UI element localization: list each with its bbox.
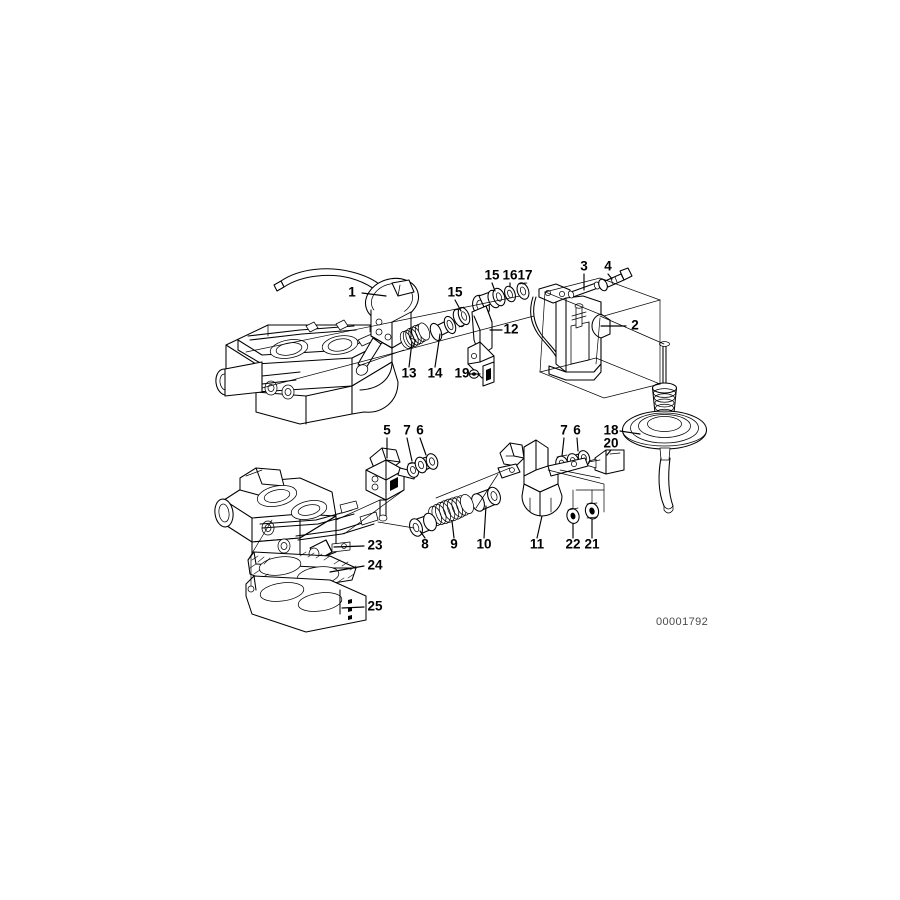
callout-12: 12 (503, 322, 518, 337)
callout-14: 14 (427, 366, 443, 381)
callout-22: 22 (565, 537, 580, 552)
part-15-washer-left (452, 306, 471, 328)
callout-3: 3 (580, 259, 588, 274)
callout-6: 6 (416, 423, 424, 438)
callout-6-right: 6 (573, 423, 581, 438)
callout-15-left: 15 (447, 285, 463, 300)
callout-16: 16 (502, 268, 518, 283)
callout-24: 24 (367, 558, 383, 573)
callout-5: 5 (383, 423, 391, 438)
callout-labels: 1 2 3 4 5 6 7 8 9 10 11 12 13 14 15 15 1… (348, 259, 639, 614)
callout-8: 8 (421, 537, 429, 552)
callout-10: 10 (476, 537, 491, 552)
part-14-spacer-bushing (429, 315, 457, 342)
callout-7: 7 (403, 423, 411, 438)
upper-carburetor-body (215, 319, 399, 425)
callout-23: 23 (367, 538, 383, 553)
part-8-spring-seat-bushing (409, 512, 437, 537)
callout-9: 9 (450, 537, 458, 552)
fastener-pair-22-21 (566, 502, 600, 524)
part-12-support-bracket (467, 282, 530, 387)
callout-2: 2 (631, 318, 639, 333)
alignment-lines (245, 277, 665, 587)
callout-21: 21 (584, 537, 600, 552)
callout-19: 19 (454, 366, 469, 381)
callout-13: 13 (401, 366, 417, 381)
diagram-id-label: 00001792 (656, 616, 708, 628)
part-25-insulator-flange (245, 575, 367, 633)
callout-20: 20 (603, 436, 618, 451)
callout-7-right: 7 (560, 423, 568, 438)
leader-lines (329, 273, 641, 609)
callout-15-right: 15 (484, 268, 500, 283)
callout-17: 17 (517, 268, 532, 283)
part-1-choke-housing (273, 268, 420, 376)
part-5-throttle-lever-assembly (365, 447, 439, 522)
part-13-coil-spring (399, 322, 431, 349)
part-11-throttle-lever-bracket (497, 439, 589, 517)
callout-25: 25 (367, 599, 383, 614)
callout-4: 4 (604, 259, 612, 274)
callout-1: 1 (348, 285, 356, 300)
callout-11: 11 (530, 537, 545, 552)
part-18-vacuum-diaphragm (621, 341, 708, 514)
part-4-hex-bolt (598, 267, 633, 292)
callout-18: 18 (603, 423, 619, 438)
